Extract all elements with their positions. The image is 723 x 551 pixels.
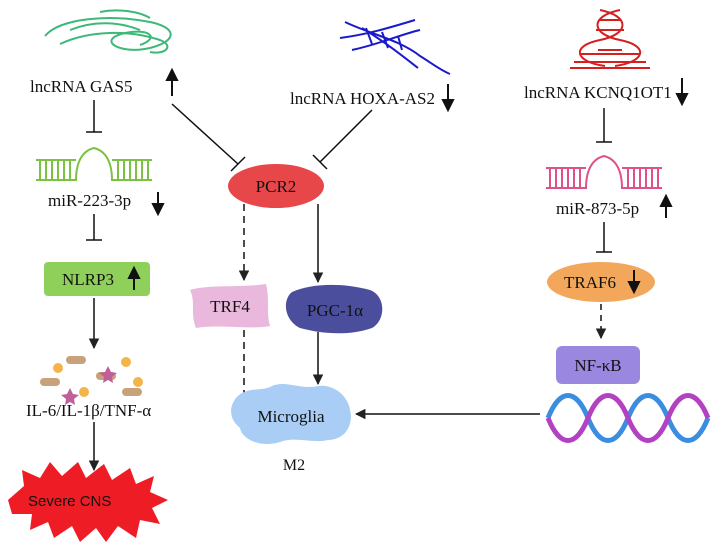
kcnq-rna-structure-icon	[570, 9, 650, 69]
nlrp3-label: NLRP3	[62, 270, 114, 289]
pcr2-label: PCR2	[256, 177, 297, 196]
m2-label: M2	[283, 457, 305, 474]
cytokine-particles-icon	[40, 356, 143, 405]
hoxa-label: lncRNA HOXA-AS2	[290, 89, 435, 108]
inhibition-line	[86, 100, 102, 133]
inhibition-line	[171, 103, 246, 172]
gas5-rna-structure-icon	[44, 9, 172, 54]
up-arrow-icon	[165, 67, 179, 96]
down-arrow-icon	[627, 270, 641, 295]
down-arrow-icon	[441, 84, 455, 113]
down-arrow-icon	[675, 78, 689, 107]
inhibition-line	[596, 108, 612, 143]
traf6-node	[547, 262, 655, 302]
pgc-label: PGC-1α	[307, 301, 363, 320]
nlrp3-box	[44, 262, 150, 296]
dna-helix-icon	[545, 393, 711, 443]
pcr2-node	[228, 164, 324, 208]
up-arrow-icon	[659, 193, 673, 218]
inhibition-line	[312, 109, 373, 170]
mir873-hairpin-icon	[546, 154, 662, 189]
up-arrow-icon	[127, 265, 141, 290]
nfkb-box	[556, 346, 640, 384]
traf6-label: TRAF6	[564, 273, 616, 292]
microglia-label: Microglia	[257, 407, 324, 426]
inhibition-line	[86, 214, 102, 241]
inhibition-line	[596, 222, 612, 253]
severe-cns-label: Severe CNS	[28, 493, 111, 510]
severe-cns-burst	[8, 462, 168, 542]
pgc-node	[285, 284, 383, 334]
gas5-label: lncRNA GAS5	[30, 77, 132, 96]
microglia-cell	[231, 384, 351, 445]
cytokines-label: IL-6/IL-1β/TNF-α	[26, 401, 151, 420]
mir223-label: miR-223-3p	[48, 191, 131, 210]
hoxa-rna-structure-icon	[339, 19, 451, 75]
kcnq-label: lncRNA KCNQ1OT1	[524, 83, 672, 102]
trf4-node	[190, 284, 270, 328]
mir873-label: miR-873-5p	[556, 199, 639, 218]
nfkb-label: NF-κB	[574, 356, 621, 375]
mir223-hairpin-icon	[36, 146, 152, 181]
trf4-label: TRF4	[210, 297, 250, 316]
down-arrow-icon	[151, 192, 165, 217]
